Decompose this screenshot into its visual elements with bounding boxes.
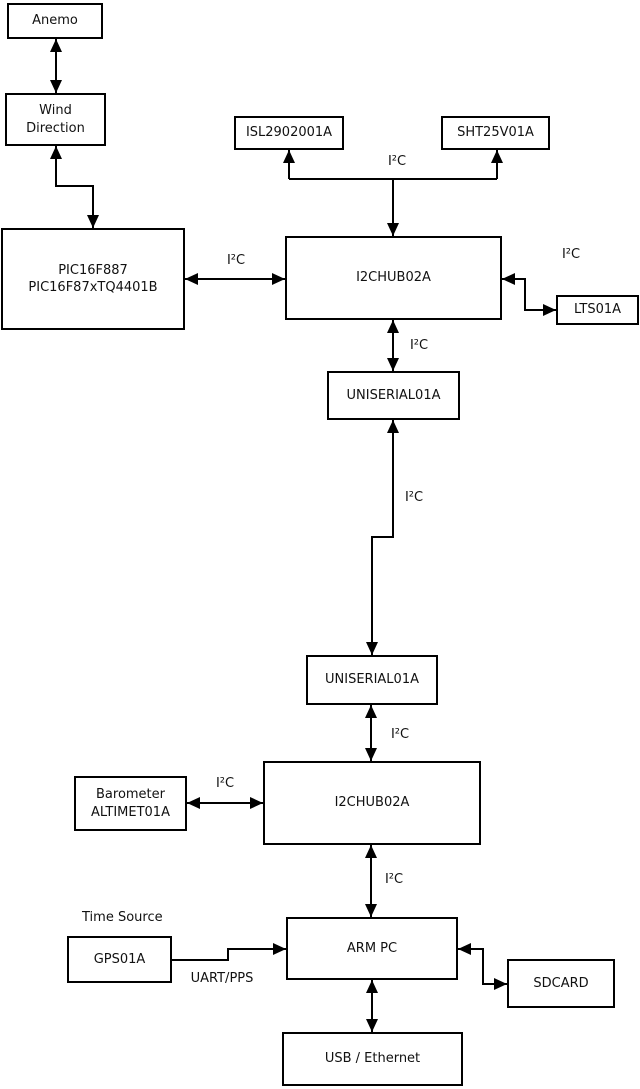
node-label: I2CHUB02A (356, 270, 431, 286)
node-sdcard: SDCARD (507, 959, 615, 1008)
edge-armpc-sdcard (458, 943, 507, 990)
edge-wind-pic (50, 146, 99, 228)
node-isl2902001a: ISL2902001A (234, 116, 344, 150)
node-label: USB / Ethernet (324, 1051, 421, 1067)
edge-label-i2c-uniserial-hub2: I²C (390, 727, 410, 742)
node-label: GPS01A (93, 951, 146, 967)
edge-label-i2c-barometer-hub2: I²C (215, 776, 235, 791)
edge-label-i2c-uniserial-link: I²C (404, 490, 424, 505)
node-barometer-altimet01a: Barometer ALTIMET01A (74, 776, 187, 831)
node-label: PIC16F887 PIC16F87xTQ4401B (28, 262, 158, 295)
node-i2chub02a-1: I2CHUB02A (285, 236, 502, 320)
node-label: UNISERIAL01A (346, 387, 441, 403)
node-sht25v01a: SHT25V01A (441, 116, 550, 150)
node-label: SDCARD (533, 975, 589, 991)
edge-label-i2c-hub1-uniserial: I²C (409, 338, 429, 353)
edge-label-i2c-hub2-armpc: I²C (384, 872, 404, 887)
node-gps01a: GPS01A (67, 936, 172, 983)
node-usb-ethernet: USB / Ethernet (282, 1032, 463, 1086)
node-wind-direction: Wind Direction (5, 93, 106, 146)
node-i2chub02a-2: I2CHUB02A (263, 761, 481, 845)
node-uniserial01a-2: UNISERIAL01A (306, 655, 438, 705)
edge-hub1-lts (502, 273, 556, 316)
node-arm-pc: ARM PC (286, 917, 458, 980)
node-label: Anemo (32, 13, 78, 29)
node-label: Barometer ALTIMET01A (91, 787, 170, 820)
node-anemo: Anemo (7, 3, 103, 39)
node-label: Wind Direction (26, 103, 85, 136)
node-uniserial01a-1: UNISERIAL01A (327, 371, 460, 420)
edge-uniserial1-uniserial2 (366, 420, 399, 655)
node-pic16f887: PIC16F887 PIC16F87xTQ4401B (1, 228, 185, 330)
edge-gps-armpc (172, 943, 286, 961)
node-label: ISL2902001A (245, 125, 333, 141)
node-label: SHT25V01A (457, 125, 534, 141)
node-lts01a: LTS01A (556, 295, 639, 325)
annotation-time-source: Time Source (82, 910, 163, 925)
node-label: LTS01A (573, 302, 622, 318)
edge-label-i2c-hub1-lts: I²C (561, 247, 581, 262)
edge-label-uart-pps: UART/PPS (190, 971, 254, 986)
node-label: ARM PC (346, 940, 398, 956)
node-label: I2CHUB02A (334, 795, 410, 811)
edge-label-i2c-pic-hub1: I²C (226, 253, 246, 268)
edge-label-i2c-bus-top: I²C (387, 154, 407, 169)
node-label: UNISERIAL01A (325, 672, 419, 688)
